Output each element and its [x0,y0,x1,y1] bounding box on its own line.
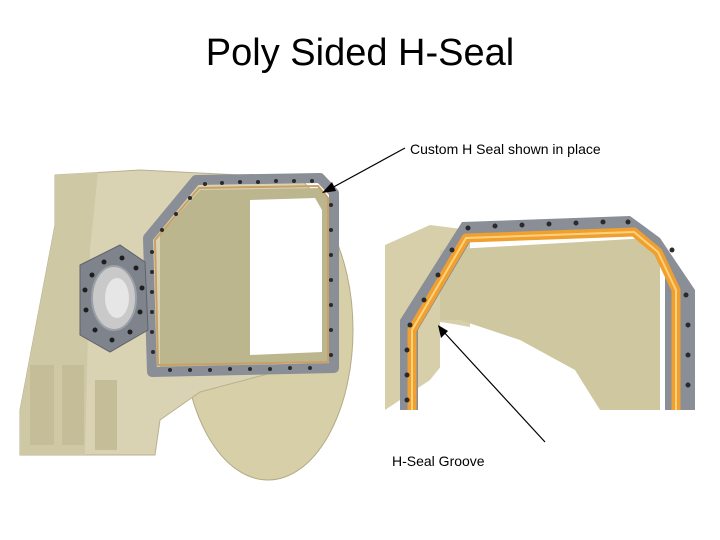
callout-arrows [322,147,546,443]
housing-left-view [19,169,354,481]
arrow-groove [441,329,546,443]
closeup-inner-wall [440,238,660,410]
housing-rib [95,380,117,450]
housing-rib [62,365,84,445]
closeup-bolt-holes [404,219,691,403]
closeup-flange [400,216,695,410]
flange-bolt-holes [150,179,333,372]
bearing-bolt-holes [82,255,145,343]
callout-seal-in-place: Custom H Seal shown in place [410,141,601,157]
closeup-opening [440,322,600,410]
seal-closeup-view [385,212,695,410]
flange-ring [143,173,339,377]
closeup-seal-highlight [411,231,677,410]
slide-title: Poly Sided H-Seal [205,32,515,74]
housing-window-inner [250,198,322,355]
arrow-seal-in-place [327,147,406,191]
housing-rib [30,365,54,445]
bearing-bore-inner [105,278,129,318]
arrowhead-seal [322,182,336,193]
arrowhead-groove [438,325,448,338]
seal-line [154,185,329,366]
callout-groove: H-Seal Groove [392,453,485,469]
